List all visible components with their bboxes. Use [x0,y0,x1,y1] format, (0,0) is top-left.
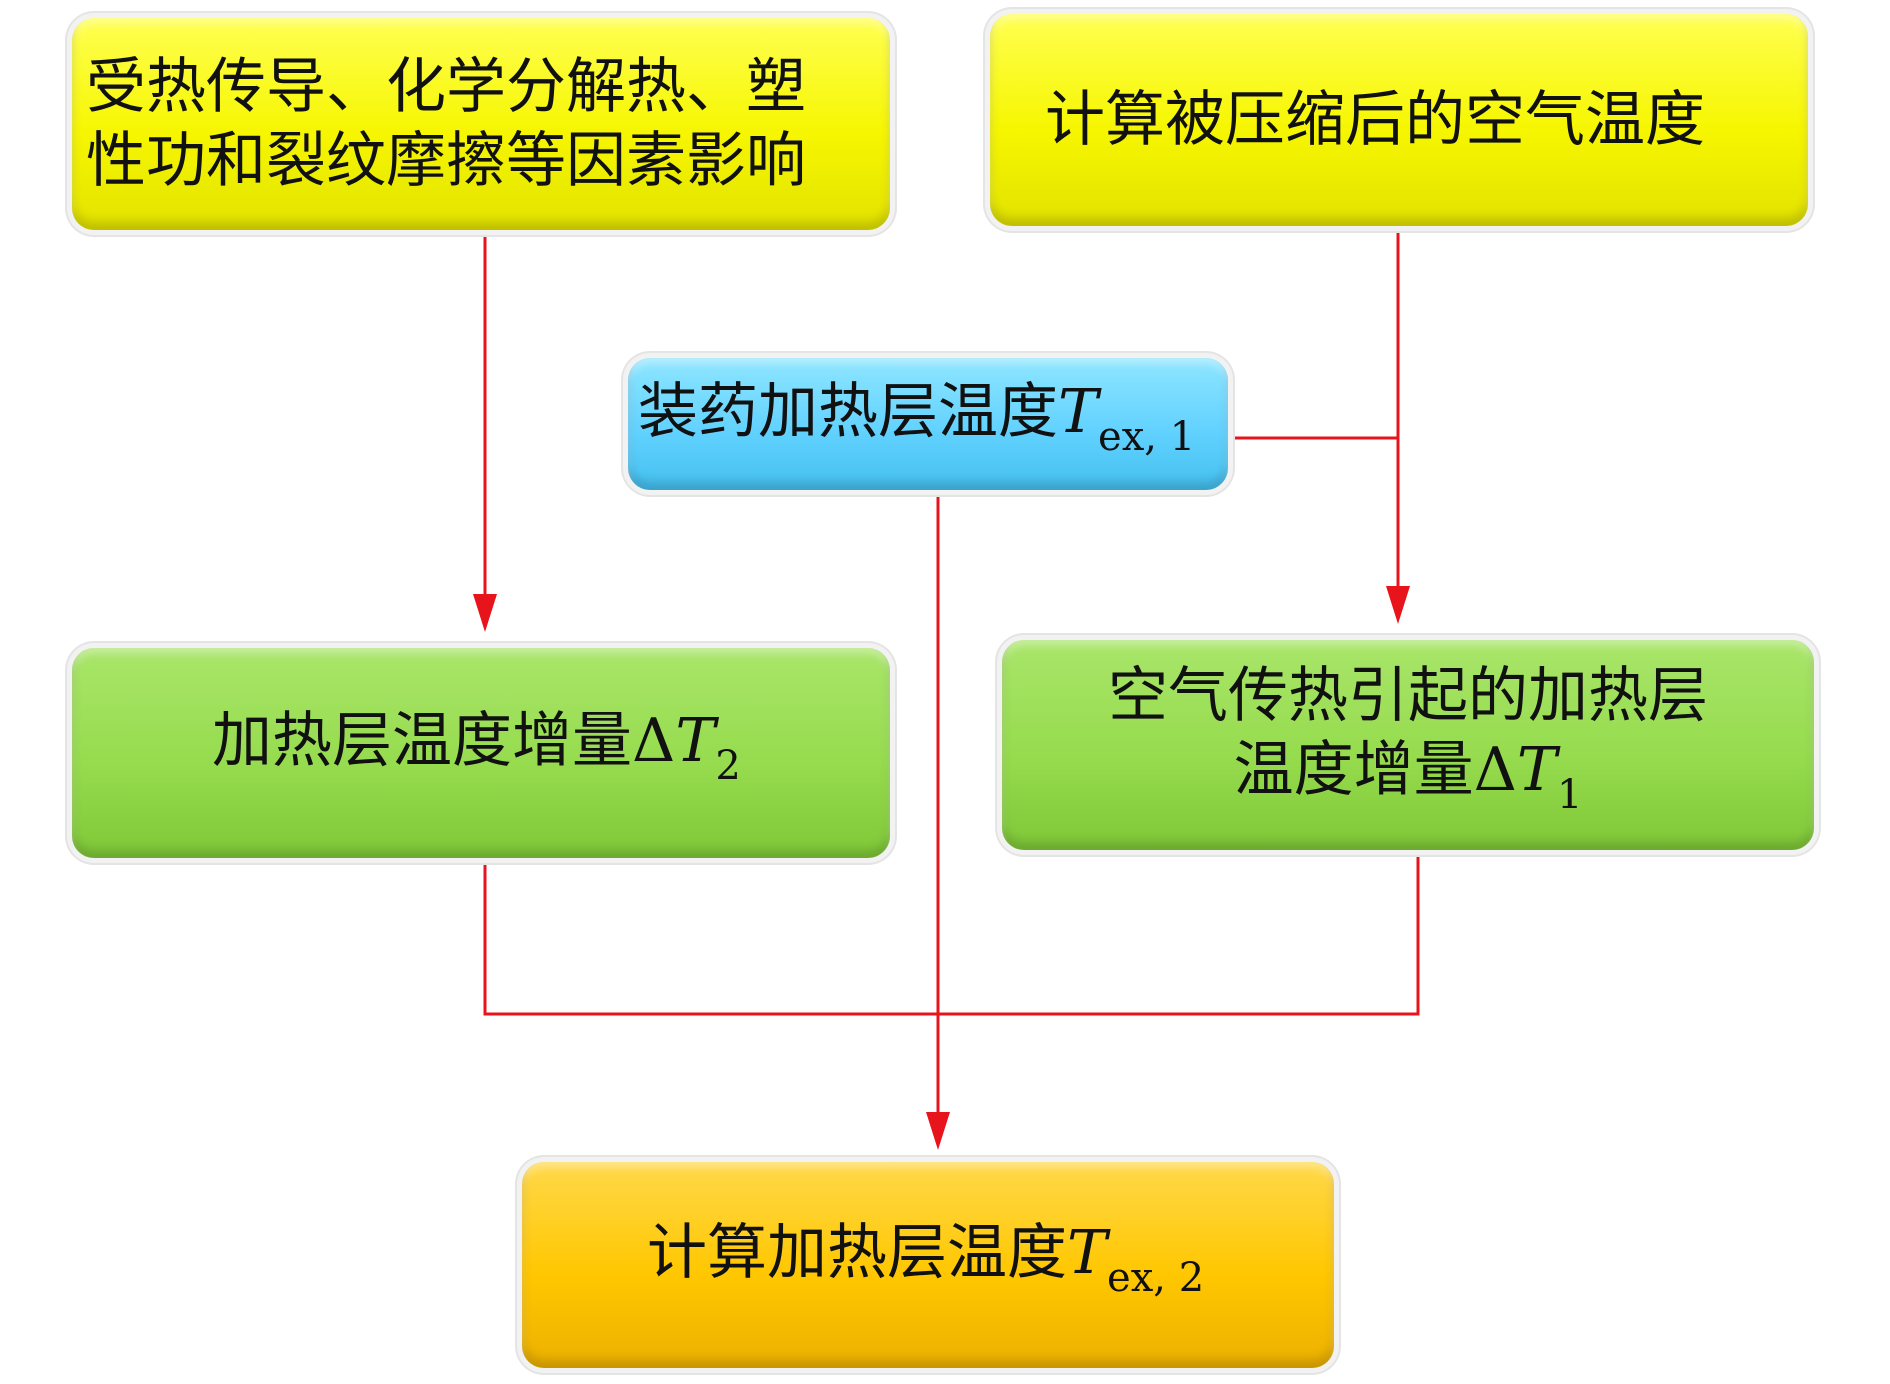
temperature-increment-2-text: 加热层温度增量ΔT2 [212,704,741,803]
final-temperature-subscript: ex, 2 [1107,1254,1205,1301]
temperature-increment-1-box: 空气传热引起的加热层 温度增量ΔT1 [1002,640,1814,850]
factors-line-1: 受热传导、化学分解热、塑 [86,52,806,122]
final-temperature-label: 计算加热层温度 [647,1217,1067,1288]
compressed-air-temperature-label: 计算被压缩后的空气温度 [1045,85,1705,155]
increment-2-symbol: T [675,705,716,776]
increment-2-label: 加热层温度增量Δ [212,705,676,776]
arrowhead-delta1 [1386,586,1410,624]
final-temperature-symbol: T [1067,1217,1108,1288]
temperature-increment-1-text: 空气传热引起的加热层 温度增量ΔT1 [1108,659,1708,832]
initial-heating-layer-temperature-text: 装药加热层温度Tex, 1 [638,375,1195,474]
temperature-increment-2-box: 加热层温度增量ΔT2 [72,648,890,858]
initial-temperature-label: 装药加热层温度 [638,376,1058,447]
initial-temperature-symbol: T [1058,376,1099,447]
increment-1-symbol: T [1516,734,1557,805]
factors-box: 受热传导、化学分解热、塑 性功和裂纹摩擦等因素影响 [72,18,890,230]
increment-1-line-2: 温度增量Δ [1233,734,1517,805]
final-heating-layer-temperature-text: 计算加热层温度Tex, 2 [647,1216,1204,1315]
factors-text: 受热传导、化学分解热、塑 性功和裂纹摩擦等因素影响 [86,50,806,198]
connector-increments-merge [483,852,1420,1016]
compressed-air-temperature-box: 计算被压缩后的空气温度 [990,14,1808,226]
increment-2-subscript: 2 [715,742,741,789]
factors-line-2: 性功和裂纹摩擦等因素影响 [86,126,806,196]
arrowhead-final [926,1112,950,1150]
increment-1-subscript: 1 [1556,771,1583,818]
initial-temperature-subscript: ex, 1 [1098,413,1196,460]
increment-1-line-1: 空气传热引起的加热层 [1108,660,1708,731]
arrowhead-delta2 [473,594,497,632]
initial-heating-layer-temperature-box: 装药加热层温度Tex, 1 [628,358,1228,490]
final-heating-layer-temperature-box: 计算加热层温度Tex, 2 [522,1162,1334,1368]
